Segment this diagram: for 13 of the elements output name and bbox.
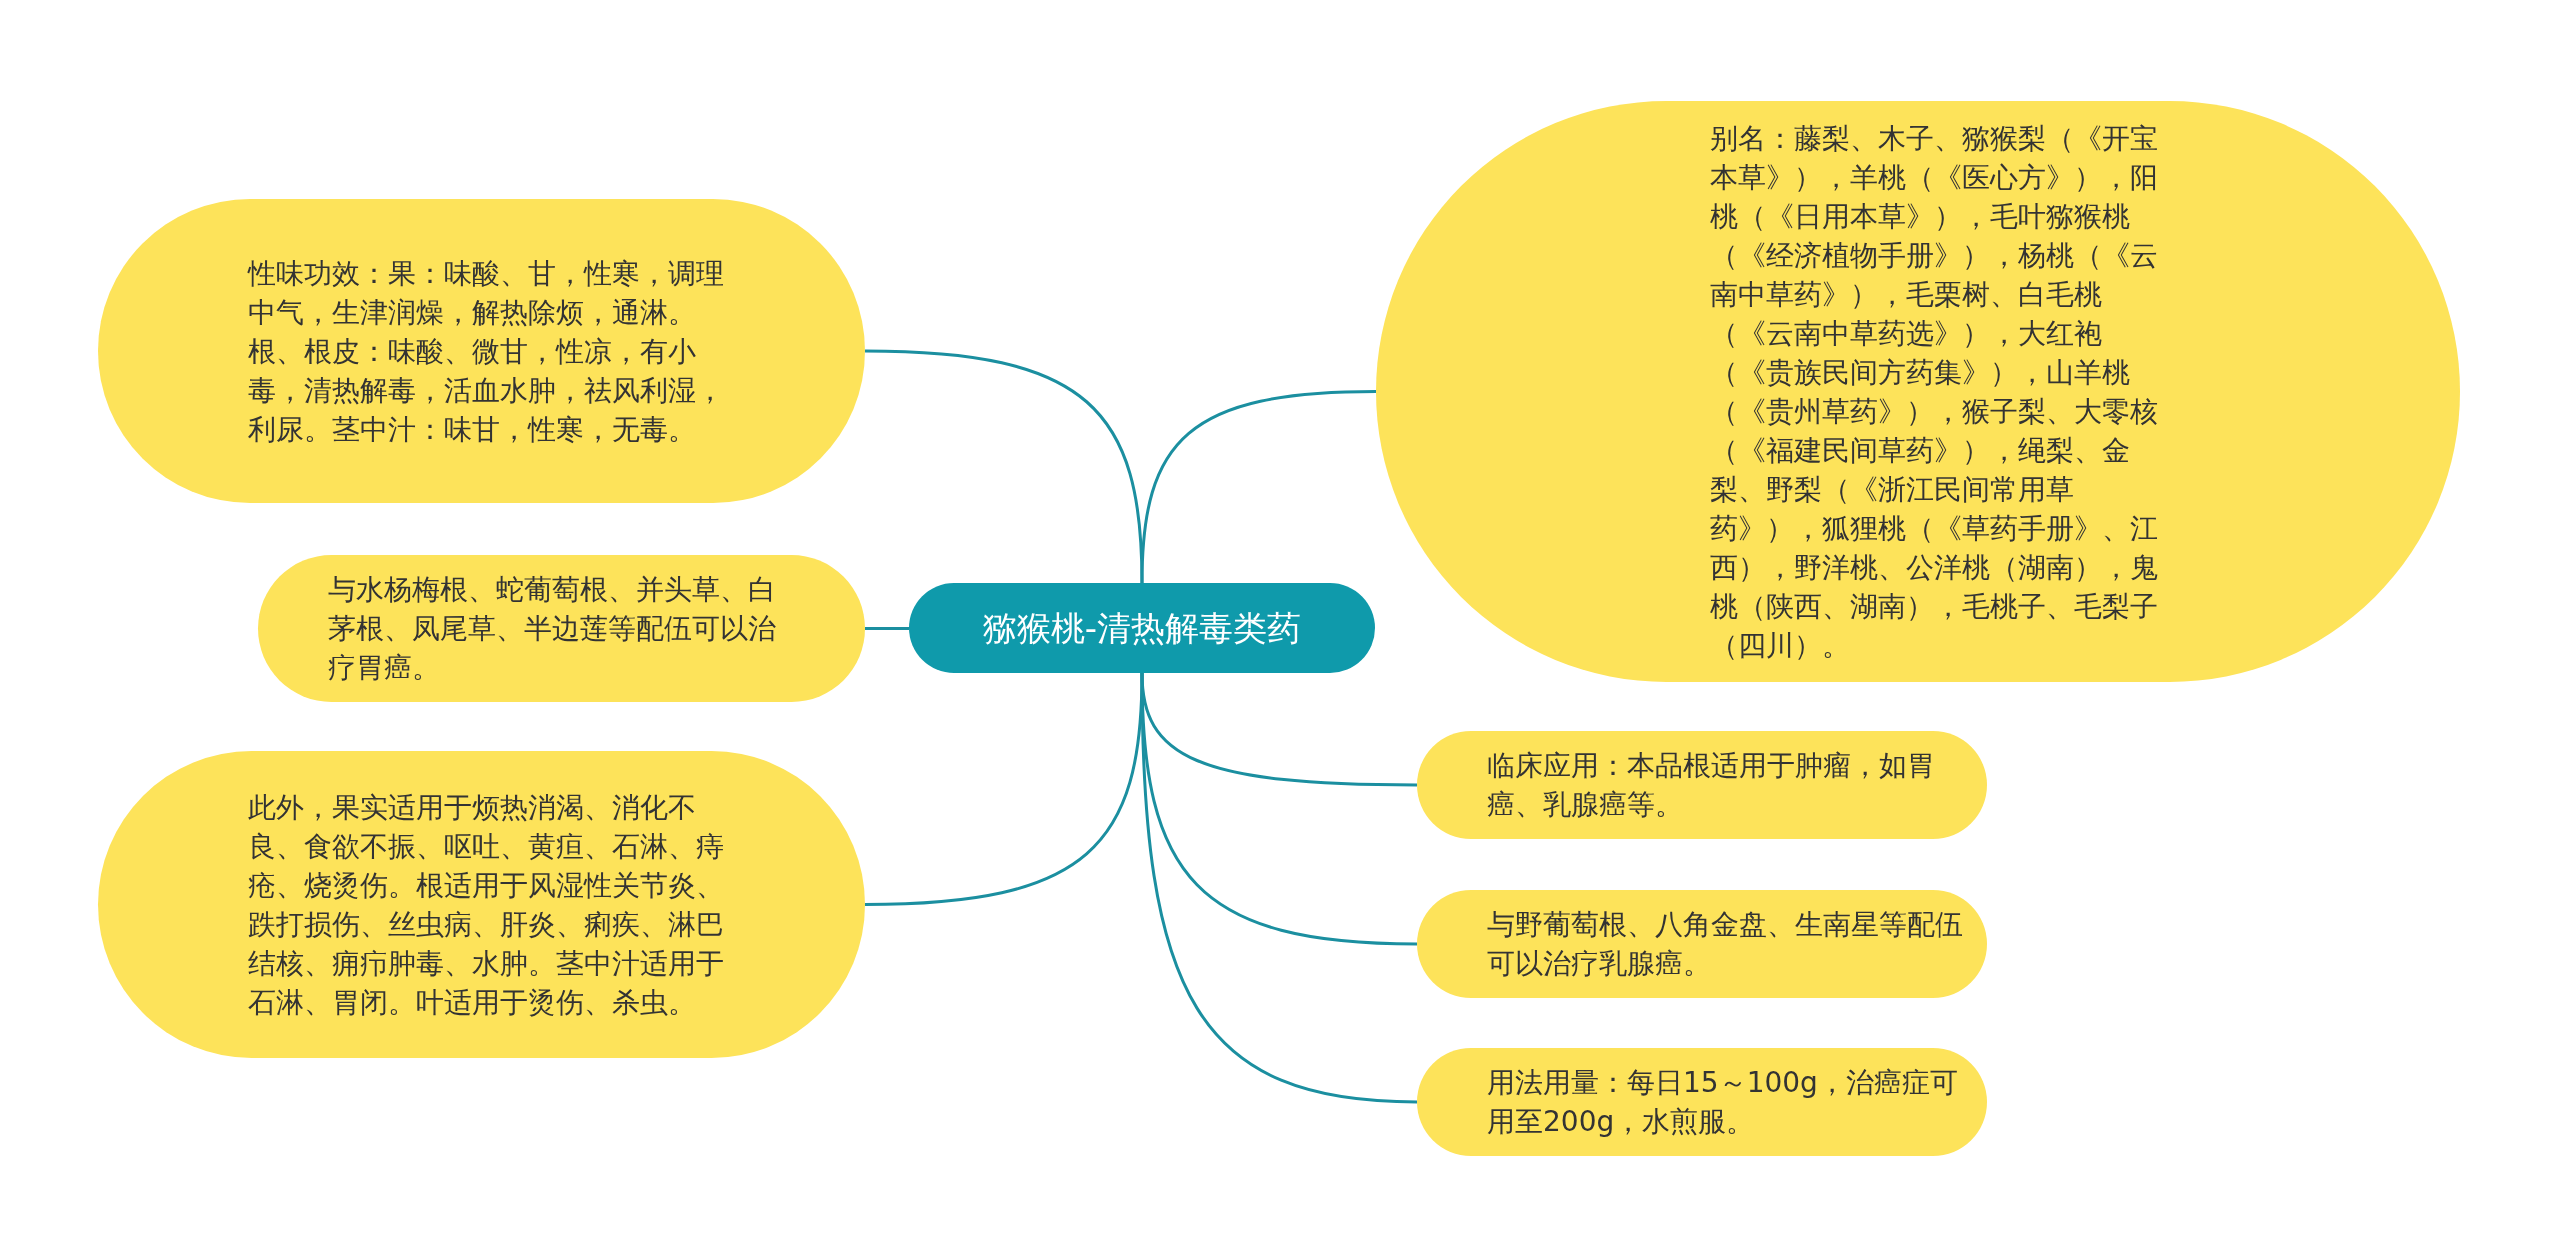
bubble-text: 别名：藤梨、木子、猕猴梨（《开宝本草》），羊桃（《医心方》），阳桃（《日用本草》），毛叶猕猴桃（《经济植物手册》），杨桃（《云南中草药》），毛栗树、白毛桃（《云南中草药选》），大红袍（《贵族民间方药集》），山羊桃（《贵州草药》），猴子梨、大零核（《福建民间草药》），绳梨、金梨、野梨（《浙江民间常用草药》），狐狸桃（《草药手册》、江西），野洋桃、公洋桃（湖南），鬼桃（陕西、湖南），毛桃子、毛梨子（四川）。 bbox=[1710, 120, 2159, 664]
connector-line bbox=[864, 672, 1144, 906]
connector-line bbox=[1140, 672, 1418, 1104]
connector-line bbox=[1140, 390, 1377, 584]
topic-title: 猕猴桃-清热解毒类药 bbox=[982, 607, 1302, 650]
connector-line bbox=[864, 349, 1144, 584]
bubble-text: 性味功效：果：味酸、甘，性寒，调理中气，生津润燥，解热除烦，通淋。根、根皮：味酸、微甘，性凉，有小毒，清热解毒，活血水肿，祛风利湿，利尿。茎中汁：味甘，性寒，无毒。 bbox=[248, 255, 725, 448]
bubble-text: 临床应用：本品根适用于肿瘤，如胃癌、乳腺癌等。 bbox=[1487, 748, 1936, 823]
bubble-text: 与野葡萄根、八角金盘、生南星等配伍可以治疗乳腺癌。 bbox=[1487, 907, 1964, 982]
bubble-text: 此外，果实适用于烦热消渴、消化不良、食欲不振、呕吐、黄疸、石淋、痔疮、烧烫伤。根适用于风湿性关节炎、跌打损伤、丝虫病、肝炎、痢疾、淋巴结核、痈疖肿毒、水肿。茎中汁适用于石淋、胃闭。叶适用于烫伤、杀虫。 bbox=[248, 789, 725, 1021]
bubble-text: 用法用量：每日15～100g，治癌症可用至200g，水煎服。 bbox=[1487, 1065, 1959, 1140]
bubble-text: 与水杨梅根、蛇葡萄根、并头草、白茅根、凤尾草、半边莲等配伍可以治疗胃癌。 bbox=[328, 572, 777, 686]
connector-line bbox=[865, 627, 909, 630]
